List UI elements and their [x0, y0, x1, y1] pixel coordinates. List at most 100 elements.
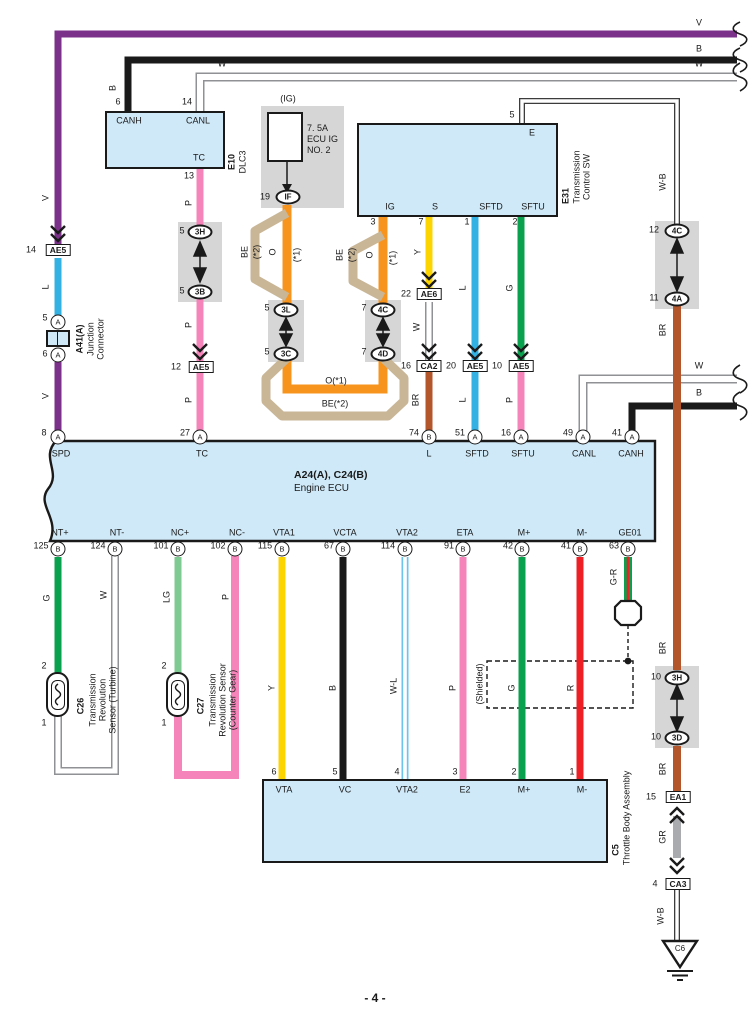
- ecu-bottom-pin-num: 63: [608, 540, 620, 551]
- wire-label-v: V: [695, 17, 703, 28]
- wire-label-r-mminus: R: [565, 684, 576, 692]
- connector-ae5-sftu[interactable]: AE5: [508, 360, 534, 372]
- tb-pin-2: 2: [511, 766, 517, 777]
- junction-pin-6a[interactable]: A: [50, 347, 66, 363]
- tb-terminal-vc: VC: [338, 784, 352, 795]
- ecu-bottom-pin[interactable]: B: [572, 541, 588, 557]
- wire-be-bottom-u: [261, 354, 409, 421]
- connector-3b[interactable]: 3B: [187, 284, 213, 300]
- ecu-top-pin[interactable]: A: [50, 429, 66, 445]
- wire-label-wb-ground: W-B: [655, 907, 666, 925]
- engine-ecu-body: [43, 439, 657, 543]
- ecu-bottom-pin[interactable]: B: [227, 541, 243, 557]
- ecu-bottom-pin-num: 41: [560, 540, 572, 551]
- wire-label-w-mid: W: [411, 322, 422, 332]
- ecu-bottom-pin-num: 42: [502, 540, 514, 551]
- throttle-body-box[interactable]: [262, 779, 608, 863]
- pin-number-4: 4: [652, 878, 658, 889]
- ecu-bottom-pin[interactable]: B: [170, 541, 186, 557]
- connector-4d[interactable]: 4D: [370, 346, 396, 362]
- ecu-bottom-pin[interactable]: B: [514, 541, 530, 557]
- tb-pin-5: 5: [332, 766, 338, 777]
- ecu-terminal-sftd: SFTD: [465, 448, 489, 459]
- wire-label-v-vert: V: [40, 194, 51, 202]
- wire-label-l-sftd-2: L: [457, 397, 468, 403]
- ecu-top-pin[interactable]: A: [575, 429, 591, 445]
- connector-3h-right[interactable]: 3H: [664, 670, 690, 686]
- connector-chevrons: [50, 225, 685, 875]
- e31-pin-7: 7: [418, 216, 424, 227]
- ecu-terminal-sftu: SFTU: [511, 448, 535, 459]
- pin-number-12: 12: [170, 361, 182, 372]
- e31-terminal-sftu: SFTU: [521, 201, 545, 212]
- connector-4a[interactable]: 4A: [664, 291, 690, 307]
- pin-number-16: 16: [400, 360, 412, 371]
- junction-id-label: A41(A): [74, 324, 85, 354]
- shield-octagon: [613, 599, 643, 627]
- ecu-bottom-pin[interactable]: B: [50, 541, 66, 557]
- tb-terminal-mminus: M-: [576, 784, 588, 795]
- c27-name-line3: (Counter Gear): [227, 669, 238, 731]
- ecu-bottom-pin[interactable]: B: [455, 541, 471, 557]
- pin-number-14: 14: [25, 244, 37, 255]
- e31-pin-1: 1: [464, 216, 470, 227]
- ecu-bottom-pin[interactable]: B: [274, 541, 290, 557]
- connector-4c-mid[interactable]: 4C: [370, 302, 396, 318]
- dlc3-pin-13: 13: [183, 170, 195, 181]
- connector-3d[interactable]: 3D: [664, 730, 690, 746]
- wire-label-b-vert: B: [107, 84, 118, 92]
- wire-label-b-canh: B: [695, 387, 703, 398]
- connector-ca3[interactable]: CA3: [665, 878, 691, 890]
- ecu-bottom-pin[interactable]: B: [335, 541, 351, 557]
- junction-connector-a41[interactable]: [46, 330, 70, 347]
- opt-left-o: O: [267, 248, 278, 256]
- ecu-bottom-pin[interactable]: B: [397, 541, 413, 557]
- e31-terminal-ig: IG: [385, 201, 395, 212]
- ecu-bottom-terminal: M+: [517, 527, 531, 538]
- ecu-id-label: A24(A), C24(B): [294, 469, 368, 481]
- ecu-top-pin[interactable]: A: [624, 429, 640, 445]
- wire-p-nc: [174, 556, 239, 779]
- connector-ae5-sftd[interactable]: AE5: [462, 360, 488, 372]
- ecu-top-pin-num: 51: [454, 427, 466, 438]
- tb-pin-1: 1: [569, 766, 575, 777]
- wire-label-w-right: W: [694, 58, 704, 69]
- connector-ae5-tc[interactable]: AE5: [188, 361, 214, 373]
- tb-pin-6: 6: [271, 766, 277, 777]
- ecu-top-pin[interactable]: A: [192, 429, 208, 445]
- dlc3-box[interactable]: [105, 111, 225, 169]
- ecu-top-pin[interactable]: A: [467, 429, 483, 445]
- c26-pin-2: 2: [41, 660, 47, 671]
- wire-label-lg-nc: LG: [161, 590, 172, 604]
- wire-label-w-nt: W: [98, 590, 109, 600]
- connector-4c-right[interactable]: 4C: [664, 223, 690, 239]
- connector-ae6[interactable]: AE6: [416, 288, 442, 300]
- ecu-bottom-pin[interactable]: B: [107, 541, 123, 557]
- junction-pin-5a[interactable]: A: [50, 314, 66, 330]
- connector-3h[interactable]: 3H: [187, 224, 213, 240]
- ecu-bottom-pin[interactable]: B: [620, 541, 636, 557]
- ecu-bottom-pin-num: 115: [257, 540, 273, 551]
- junction-name-line1: Junction: [85, 322, 96, 356]
- dlc3-name-label: DLC3: [237, 150, 248, 174]
- connector-if[interactable]: IF: [275, 189, 301, 205]
- wire-wb-top-fill: [520, 99, 679, 224]
- opt-left-s2: (*2): [251, 244, 262, 260]
- sensor-c26[interactable]: [46, 672, 69, 717]
- connector-ca2[interactable]: CA2: [416, 360, 442, 372]
- connector-ea1[interactable]: EA1: [665, 791, 691, 803]
- ecu-top-pin[interactable]: A: [513, 429, 529, 445]
- ecu-top-pin[interactable]: B: [421, 429, 437, 445]
- wire-label-wl-vta2: W-L: [388, 677, 399, 695]
- c27-pin-1: 1: [161, 717, 167, 728]
- connector-3c[interactable]: 3C: [273, 346, 299, 362]
- wire-label-v-lower: V: [40, 392, 51, 400]
- e31-terminal-s: S: [431, 201, 439, 212]
- sensor-c27[interactable]: [166, 672, 189, 717]
- connector-3l[interactable]: 3L: [273, 302, 299, 318]
- dlc3-pin-6: 6: [115, 96, 121, 107]
- e31-box[interactable]: [357, 123, 558, 217]
- connector-ae5-left[interactable]: AE5: [45, 244, 71, 256]
- ecu-bottom-terminal: VCTA: [333, 527, 357, 538]
- opt-bottom-be: BE(*2): [321, 398, 349, 409]
